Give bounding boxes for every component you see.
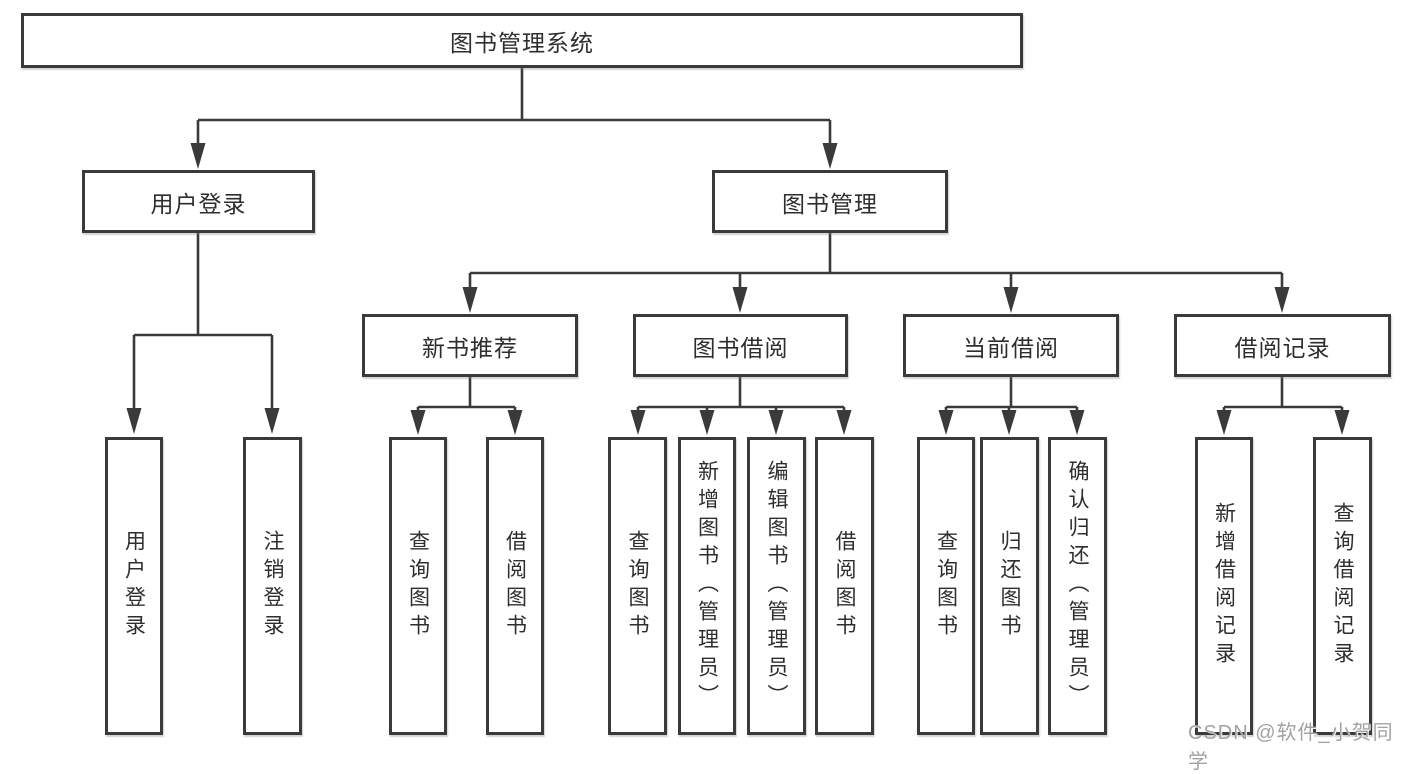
node-book-management: 图书管理 [712,170,948,233]
connector-root-to-level2 [196,68,832,150]
leaf-borrow-books: 借阅图书 [815,437,874,735]
leaf-confirm-return-admin: 确认归还（管理员） [1048,437,1107,735]
arrowhead [1334,410,1350,435]
arrowhead [938,410,954,435]
leaf-query-books-borrowing: 查询图书 [608,437,667,735]
connector-new-book-rec-branch [416,377,517,416]
node-current-borrowing: 当前借阅 [903,314,1119,377]
leaf-query-books-current: 查询图书 [917,437,975,735]
leaf-user-login: 用户登录 [105,437,163,735]
arrowhead [822,143,838,169]
arrowhead [126,408,142,434]
leaf-add-borrow-record: 新增借阅记录 [1195,437,1253,735]
node-root-library-management-system: 图书管理系统 [21,13,1023,68]
leaf-query-borrow-record: 查询借阅记录 [1313,437,1372,735]
arrowhead [732,287,748,313]
arrowhead [507,410,523,435]
arrowhead [1069,410,1085,435]
connector-user-login-branch [132,233,274,414]
connector-book-borrow-branch [636,377,846,416]
arrowhead [836,410,852,435]
leaf-borrow-books-recommendation: 借阅图书 [486,437,544,735]
leaf-logout: 注销登录 [243,437,302,735]
connector-borrow-records-branch [1222,377,1344,416]
leaf-edit-books-admin: 编辑图书（管理员） [747,437,806,735]
arrowhead [462,287,478,313]
arrowhead [190,143,206,169]
connector-book-mgmt-branch [468,233,1284,293]
arrowhead [768,410,784,435]
arrowhead [1216,410,1232,435]
arrowhead [1001,410,1017,435]
arrowhead [630,410,646,435]
arrowhead [699,410,715,435]
node-book-borrowing: 图书借阅 [633,314,848,377]
node-borrowing-records: 借阅记录 [1174,314,1391,377]
arrowhead [1274,287,1290,313]
node-new-book-recommendation: 新书推荐 [362,314,578,377]
arrowhead [1003,287,1019,313]
arrowhead [264,408,280,434]
arrowhead [410,410,426,435]
leaf-add-books-admin: 新增图书（管理员） [678,437,736,735]
leaf-return-books: 归还图书 [980,437,1039,735]
leaf-query-books-recommendation: 查询图书 [389,437,447,735]
connector-current-borrow-branch [944,377,1079,416]
csdn-watermark: CSDN @软件_小贺同学 [1188,722,1394,773]
node-user-login: 用户登录 [82,170,315,233]
